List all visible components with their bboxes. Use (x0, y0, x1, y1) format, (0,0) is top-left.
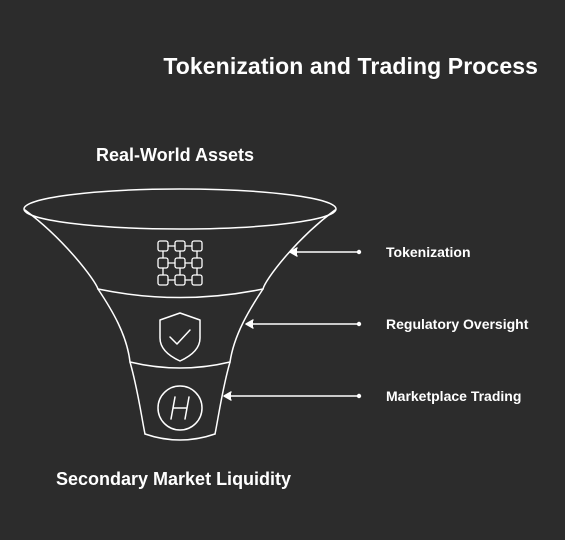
funnel-output-label: Secondary Market Liquidity (56, 469, 292, 489)
funnel-left-wall (24, 209, 146, 435)
blockchain-grid-icon (157, 240, 203, 286)
connector-marketplace-trading (223, 391, 362, 401)
stage-label-regulatory-oversight: Regulatory Oversight (386, 316, 529, 332)
shield-check-icon (159, 312, 201, 362)
funnel-shape (23, 188, 337, 441)
funnel-bottom (144, 433, 216, 441)
diagram-title: Tokenization and Trading Process (163, 53, 538, 79)
funnel-input-label: Real-World Assets (96, 145, 255, 165)
hedera-coin-icon (157, 385, 203, 431)
stage-label-tokenization: Tokenization (386, 244, 471, 260)
funnel-band-2 (129, 361, 231, 369)
funnel-band-1 (97, 288, 264, 299)
connector-regulatory-oversight (245, 319, 362, 329)
funnel-rim (23, 188, 337, 230)
connector-tokenization (289, 247, 362, 257)
stage-label-marketplace-trading: Marketplace Trading (386, 388, 522, 404)
funnel-right-wall (214, 209, 336, 435)
